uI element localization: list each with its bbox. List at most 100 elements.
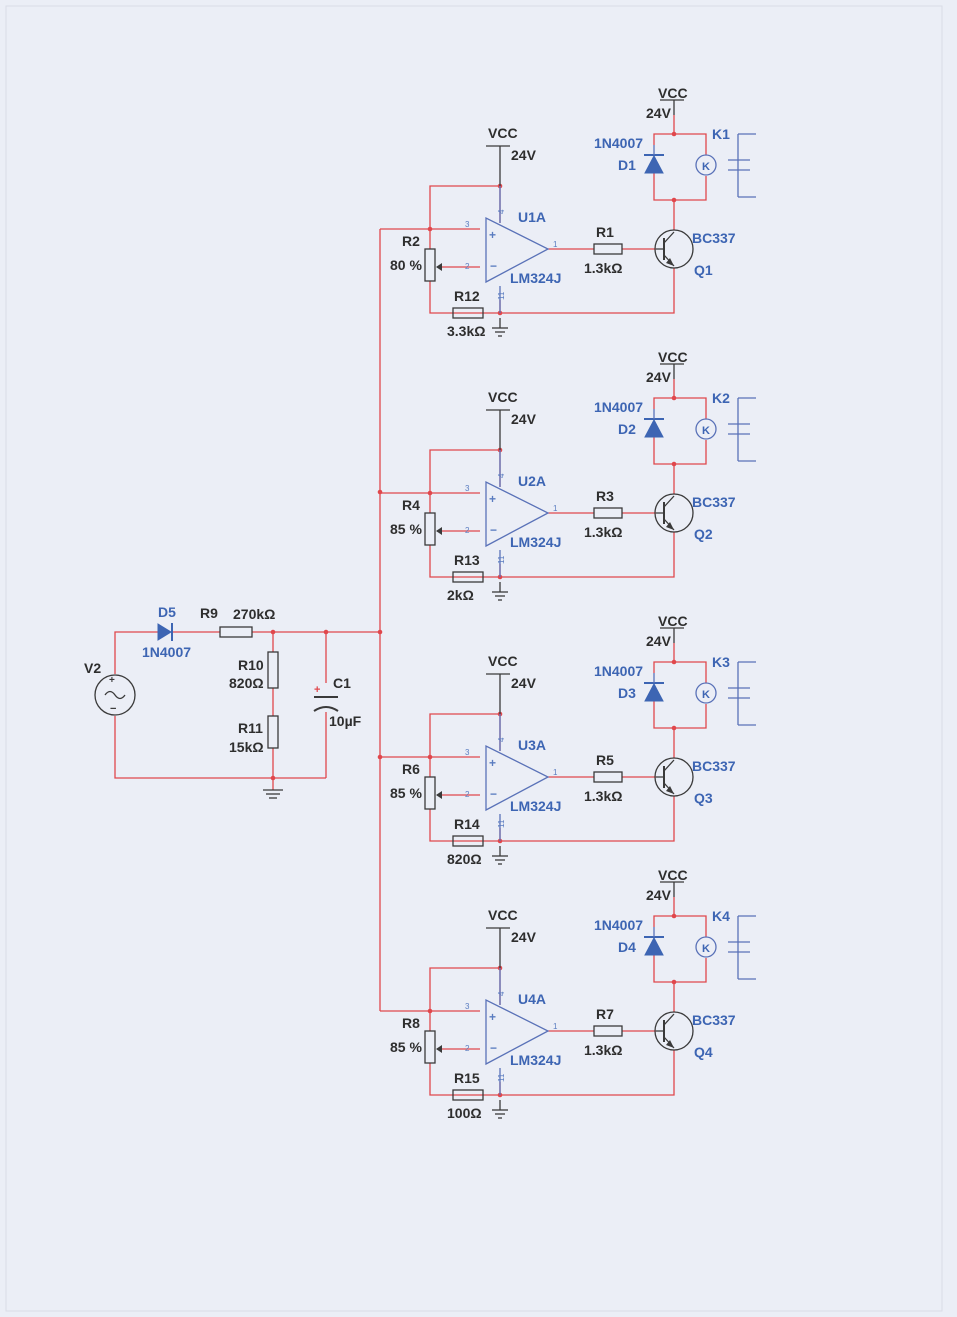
stage-1-relay-ref: K1 — [712, 126, 730, 142]
stage-4-pot-setting: 85 % — [390, 1039, 422, 1055]
stage-4 — [379, 881, 757, 1119]
stage-4-pin-4: 4 — [497, 991, 506, 996]
stage-3-relay-vcc-label: VCC — [658, 613, 688, 629]
r11-ref: R11 — [238, 720, 263, 736]
stage-2-pin-1: 1 — [553, 504, 558, 513]
diode-icon — [157, 623, 173, 641]
stage-2-opamp-ref: U2A — [518, 473, 546, 489]
stage-1-relay-supply-label: 24V — [646, 105, 672, 121]
stage-2-pin-4: 4 — [497, 473, 506, 478]
stage-4-opamp-part: LM324J — [510, 1052, 561, 1068]
ground-icon — [263, 789, 283, 799]
stage-4-pin-3: 3 — [465, 1002, 470, 1011]
stage-4-relay-vcc-label: VCC — [658, 867, 688, 883]
stage-4-relay-supply-label: 24V — [646, 887, 672, 903]
stage-3 — [379, 627, 757, 865]
svg-text:−: − — [110, 703, 116, 715]
stage-2 — [379, 363, 757, 601]
stage-1-relay-vcc-label: VCC — [658, 85, 688, 101]
d5-part: 1N4007 — [142, 644, 191, 660]
stage-1-base-resistor-ref: R1 — [596, 224, 614, 240]
stage-2-opamp-part: LM324J — [510, 534, 561, 550]
stage-3-base-resistor-ref: R5 — [596, 752, 614, 768]
stage-4-base-resistor-ref: R7 — [596, 1006, 614, 1022]
c1-ref: C1 — [333, 675, 351, 691]
stage-4-diode-ref: D4 — [618, 939, 636, 955]
stage-2-relay-coil-letter: K — [702, 425, 710, 437]
stage-1-diode-ref: D1 — [618, 157, 636, 173]
stage-2-pot-setting: 85 % — [390, 521, 422, 537]
stage-3-pin-3: 3 — [465, 748, 470, 757]
stage-3-diode-part: 1N4007 — [594, 663, 643, 679]
stage-4-transistor-ref: Q4 — [694, 1044, 713, 1060]
stage-3-pot-setting: 85 % — [390, 785, 422, 801]
stage-4-feedback-resistor-ref: R15 — [454, 1070, 480, 1086]
d5-ref: D5 — [158, 604, 176, 620]
stage-3-base-resistor-value: 1.3kΩ — [584, 788, 622, 804]
stage-2-pin-11: 11 — [497, 555, 506, 564]
stage-1-vcc-label: VCC — [488, 125, 518, 141]
r10-value: 820Ω — [229, 675, 264, 691]
stage-4-vcc-label: VCC — [488, 907, 518, 923]
stage-1-relay-coil-letter: K — [702, 161, 710, 173]
stage-2-feedback-resistor-value: 2kΩ — [447, 587, 474, 603]
stage-1-feedback-resistor-ref: R12 — [454, 288, 480, 304]
source-ref: V2 — [84, 660, 101, 676]
stage-4-relay-coil-letter: K — [702, 943, 710, 955]
stage-1-pin-2: 2 — [465, 262, 470, 271]
stage-4-diode-part: 1N4007 — [594, 917, 643, 933]
stage-4-supply-label: 24V — [511, 929, 537, 945]
stage-2-pin-2: 2 — [465, 526, 470, 535]
stage-2-transistor-part: BC337 — [692, 494, 736, 510]
stage-3-vcc-label: VCC — [488, 653, 518, 669]
stage-4-pot-ref: R8 — [402, 1015, 420, 1031]
stage-3-transistor-ref: Q3 — [694, 790, 713, 806]
c1-value: 10µF — [329, 713, 362, 729]
stage-2-feedback-resistor-ref: R13 — [454, 552, 480, 568]
stage-2-relay-supply-label: 24V — [646, 369, 672, 385]
resistor-icon — [267, 715, 279, 749]
r11-value: 15kΩ — [229, 739, 264, 755]
stage-3-transistor-part: BC337 — [692, 758, 736, 774]
ac-source-icon: + − — [94, 674, 136, 716]
stage-1-opamp-ref: U1A — [518, 209, 546, 225]
stage-3-pin-1: 1 — [553, 768, 558, 777]
stage-1-base-resistor-value: 1.3kΩ — [584, 260, 622, 276]
stage-2-diode-ref: D2 — [618, 421, 636, 437]
resistor-icon — [267, 651, 279, 689]
stage-1-pin-1: 1 — [553, 240, 558, 249]
paper-edge — [5, 5, 943, 1312]
stage-4-feedback-resistor-value: 100Ω — [447, 1105, 482, 1121]
stage-1-supply-label: 24V — [511, 147, 537, 163]
stage-1-transistor-ref: Q1 — [694, 262, 713, 278]
stage-2-pot-ref: R4 — [402, 497, 420, 513]
stage-3-feedback-resistor-ref: R14 — [454, 816, 480, 832]
stage-1-opamp-part: LM324J — [510, 270, 561, 286]
stage-2-vcc-label: VCC — [488, 389, 518, 405]
stage-2-diode-part: 1N4007 — [594, 399, 643, 415]
stage-3-relay-ref: K3 — [712, 654, 730, 670]
stage-4-pin-2: 2 — [465, 1044, 470, 1053]
stage-2-base-resistor-value: 1.3kΩ — [584, 524, 622, 540]
stage-1-pot-setting: 80 % — [390, 257, 422, 273]
capacitor-icon: + — [313, 684, 339, 712]
stage-1-pot-ref: R2 — [402, 233, 420, 249]
stage-3-pot-ref: R6 — [402, 761, 420, 777]
stage-4-pin-11: 11 — [497, 1073, 506, 1082]
r10-ref: R10 — [238, 657, 264, 673]
stage-3-diode-ref: D3 — [618, 685, 636, 701]
stage-2-relay-vcc-label: VCC — [658, 349, 688, 365]
stage-1-transistor-part: BC337 — [692, 230, 736, 246]
stage-3-pin-4: 4 — [497, 737, 506, 742]
stage-1-diode-part: 1N4007 — [594, 135, 643, 151]
stage-3-feedback-resistor-value: 820Ω — [447, 851, 482, 867]
stage-1 — [379, 99, 757, 337]
r9-ref: R9 — [200, 605, 218, 621]
stage-3-relay-coil-letter: K — [702, 689, 710, 701]
stage-1-pin-3: 3 — [465, 220, 470, 229]
stage-3-opamp-ref: U3A — [518, 737, 546, 753]
stage-3-opamp-part: LM324J — [510, 798, 561, 814]
stage-3-pin-11: 11 — [497, 819, 506, 828]
